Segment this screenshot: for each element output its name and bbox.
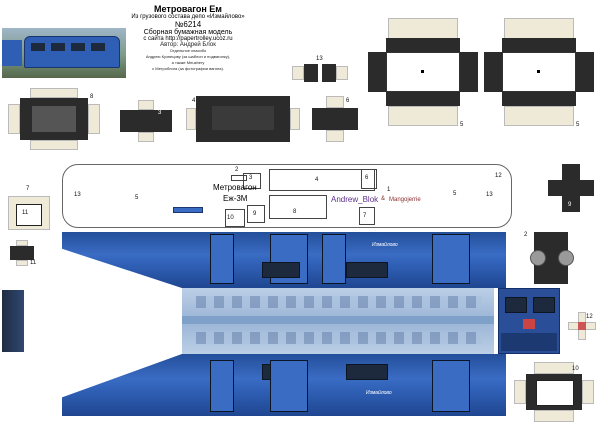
part-3: 3 (120, 100, 172, 142)
part-label-5a: 5 (460, 122, 464, 128)
part-label-12a: 12 (495, 173, 502, 179)
body-name: Метровагон (213, 183, 257, 192)
part-label-8: 8 (90, 94, 94, 100)
part-9: 9 (548, 164, 594, 212)
part-2-bogie: 2 (524, 232, 574, 284)
part-label-10a: 10 (227, 215, 234, 221)
side-marking-bottom: Измайлово (366, 390, 392, 396)
thanks-line-1: Андрею Кузнецову (за шаблон и подвагонку… (145, 54, 231, 59)
bogie-frame-left: 5 (368, 18, 478, 128)
part-label-4b: 4 (315, 177, 319, 183)
part-11: 11 (10, 240, 37, 266)
part-label-12b: 12 (586, 314, 593, 320)
part-label-7b: 7 (26, 186, 30, 192)
car-roof (182, 288, 494, 354)
bogie-frame-right: 5 (484, 18, 594, 128)
car-side-top: Измайлово (62, 232, 506, 288)
part-10: 10 (514, 362, 594, 422)
part-label-4: 4 (192, 98, 196, 104)
credit-other: Mangojerrie (389, 197, 421, 203)
part-label-13b: 13 (74, 192, 81, 198)
part-8: 8 (8, 88, 100, 150)
model-subtitle: Сборная бумажная модель (143, 29, 233, 36)
part-label-2a: 2 (235, 167, 239, 173)
metro-car-photo (2, 28, 126, 78)
part-label-6: 6 (346, 98, 350, 104)
car-side-bottom: Измайлово (62, 354, 506, 416)
underframe-panel: 2 3 4 6 1 5 5 12 Метровагон Еж-3М 10 9 8… (62, 164, 512, 228)
part-label-9a: 9 (253, 211, 257, 217)
part-label-5d: 5 (453, 191, 457, 197)
thanks-line-2: а также Meuzbery (171, 60, 205, 65)
part-label-10b: 10 (572, 366, 579, 372)
author-line: Автор: Андрей Блок (160, 42, 216, 48)
part-label-11b: 11 (30, 260, 37, 266)
part-13-top: 13 (292, 56, 348, 86)
model-title: Метровагон Ем (154, 4, 222, 14)
part-label-11a: 11 (22, 210, 29, 216)
part-7: 7 11 (8, 186, 50, 230)
part-label-13a: 13 (316, 56, 323, 62)
part-label-3b: 3 (249, 175, 253, 181)
part-label-5b: 5 (576, 122, 580, 128)
side-marking-top: Измайлово (372, 242, 398, 248)
part-label-13c: 13 (486, 192, 493, 198)
thanks-title: Отдельное спасибо (169, 48, 207, 53)
body-model: Еж-3М (223, 194, 248, 203)
depot-line: Из грузового состава депо «Измайлово» (131, 14, 245, 20)
part-12: 12 (568, 312, 596, 340)
part-label-7a: 7 (363, 213, 367, 219)
part-label-6b: 6 (365, 175, 369, 181)
credit-name: Andrew_Blok (331, 195, 379, 204)
credit-and: & (381, 196, 386, 202)
thanks-line-3: с Метроблога (за фотографии вагона). (152, 66, 224, 71)
site-line: с сайта http://papertrolley.ucoz.ru (143, 36, 233, 42)
part-label-2b: 2 (524, 232, 528, 238)
metro-car-photo-icon (24, 36, 120, 68)
left-end-panel (2, 290, 24, 352)
car-number: №6214 (174, 20, 202, 29)
part-6: 6 (312, 96, 358, 142)
part-label-8b: 8 (293, 209, 297, 215)
part-label-5c: 5 (135, 195, 139, 201)
part-label-1: 1 (387, 187, 391, 193)
part-label-9b: 9 (568, 202, 572, 208)
part-label-3: 3 (158, 110, 162, 116)
car-front-end (498, 288, 560, 354)
part-4: 4 (186, 94, 300, 144)
